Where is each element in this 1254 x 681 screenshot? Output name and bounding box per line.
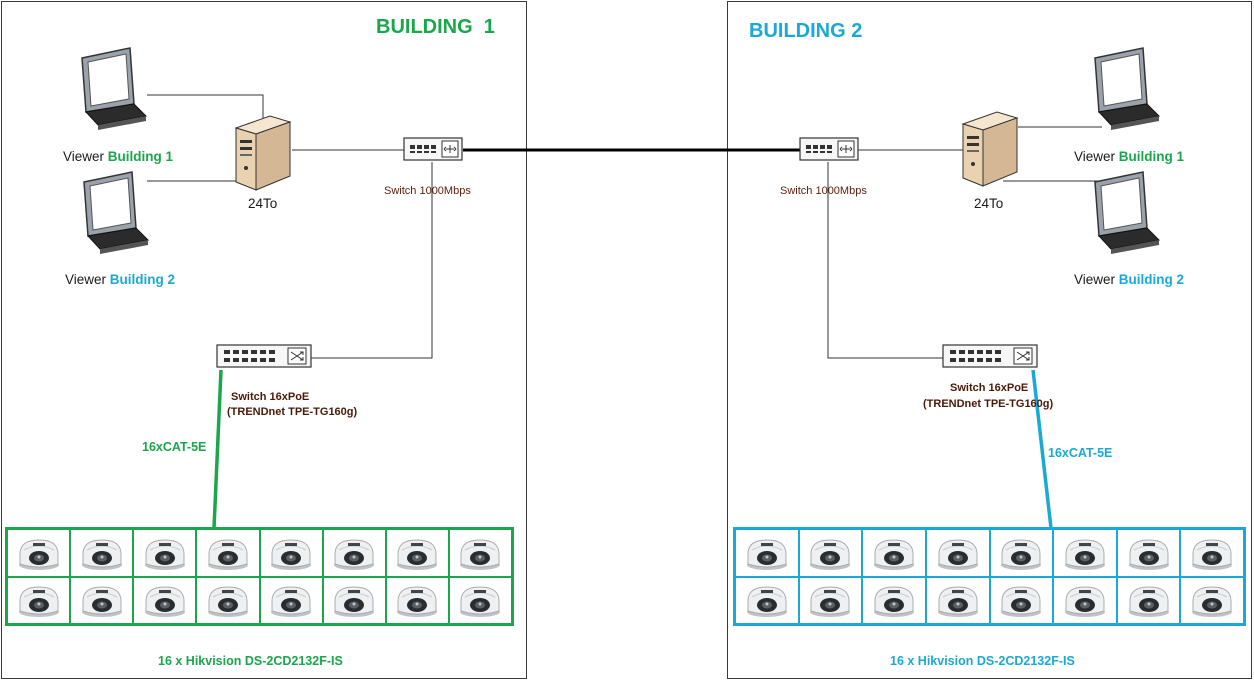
dome-camera-icon <box>862 529 926 577</box>
dome-camera-icon <box>1053 576 1117 624</box>
dome-camera-icon <box>862 576 926 624</box>
network-switch-icon <box>799 137 859 168</box>
dome-camera-icon <box>70 529 134 577</box>
b1-cat5e-bundle <box>212 369 223 529</box>
b2-viewer-building-1-label: Viewer Building 1 <box>1074 149 1185 164</box>
monitor-icon <box>78 46 152 137</box>
monitor-icon <box>1091 170 1165 261</box>
dome-camera-icon <box>385 576 449 624</box>
dome-camera-icon <box>925 529 990 577</box>
server-tower-icon <box>232 114 294 197</box>
server-tower-icon <box>959 110 1021 193</box>
network-switch-icon <box>403 137 463 168</box>
b1-poe-switch-label: Switch 16xPoE <box>231 391 310 403</box>
dome-camera-icon <box>7 529 71 577</box>
b1-poe-switch-model: (TRENDnet TPE-TG160g) <box>227 406 358 418</box>
b2-camera-grid <box>733 527 1246 626</box>
b2-cable-label: 16xCAT-5E <box>1048 446 1113 460</box>
dome-camera-icon <box>1116 529 1181 577</box>
dome-camera-icon <box>1053 529 1117 577</box>
dome-camera-icon <box>196 576 260 624</box>
b2-switch-poe-link <box>827 162 944 359</box>
dome-camera-icon <box>989 576 1054 624</box>
monitor-icon <box>80 170 154 261</box>
dome-camera-icon <box>735 529 799 577</box>
dome-camera-icon <box>196 529 260 577</box>
dome-camera-icon <box>322 529 386 577</box>
b1-cameras-caption: 16 x Hikvision DS-2CD2132F-IS <box>158 654 343 668</box>
poe-switch-icon <box>942 344 1038 375</box>
building-2-title: BUILDING 2 <box>749 20 863 42</box>
dome-camera-icon <box>448 529 512 577</box>
dome-camera-icon <box>989 529 1054 577</box>
dome-camera-icon <box>259 576 323 624</box>
b1-switch-poe-link <box>310 162 433 359</box>
dome-camera-icon <box>133 576 197 624</box>
b1-cable-label: 16xCAT-5E <box>142 440 207 454</box>
dome-camera-icon <box>133 529 197 577</box>
b2-cat5e-bundle <box>1031 369 1053 529</box>
b2-poe-switch-model: (TRENDnet TPE-TG160g) <box>923 398 1054 410</box>
b2-cameras-caption: 16 x Hikvision DS-2CD2132F-IS <box>890 654 1075 668</box>
building-1-title: BUILDING 1 <box>376 16 495 38</box>
b1-viewer1-server-link <box>147 94 264 118</box>
b1-viewer-building-2-label: Viewer Building 2 <box>65 272 176 287</box>
b1-viewer-building-1-label: Viewer Building 1 <box>63 149 174 164</box>
dome-camera-icon <box>1180 529 1244 577</box>
dome-camera-icon <box>322 576 386 624</box>
dome-camera-icon <box>1180 576 1244 624</box>
b2-poe-switch-label: Switch 16xPoE <box>950 382 1029 394</box>
dome-camera-icon <box>385 529 449 577</box>
poe-switch-icon <box>216 344 312 375</box>
monitor-icon <box>1091 46 1165 137</box>
dome-camera-icon <box>925 576 990 624</box>
b1-server-label: 24To <box>248 196 278 211</box>
dome-camera-icon <box>70 576 134 624</box>
b1-uplink-switch-label: Switch 1000Mbps <box>384 185 471 197</box>
b2-viewer-building-2-label: Viewer Building 2 <box>1074 272 1185 287</box>
dome-camera-icon <box>259 529 323 577</box>
dome-camera-icon <box>7 576 71 624</box>
dome-camera-icon <box>798 576 863 624</box>
dome-camera-icon <box>735 576 799 624</box>
b1-camera-grid <box>5 527 514 626</box>
dome-camera-icon <box>1116 576 1181 624</box>
b2-uplink-switch-label: Switch 1000Mbps <box>780 185 867 197</box>
dome-camera-icon <box>448 576 512 624</box>
b2-server-label: 24To <box>974 196 1004 211</box>
dome-camera-icon <box>798 529 863 577</box>
